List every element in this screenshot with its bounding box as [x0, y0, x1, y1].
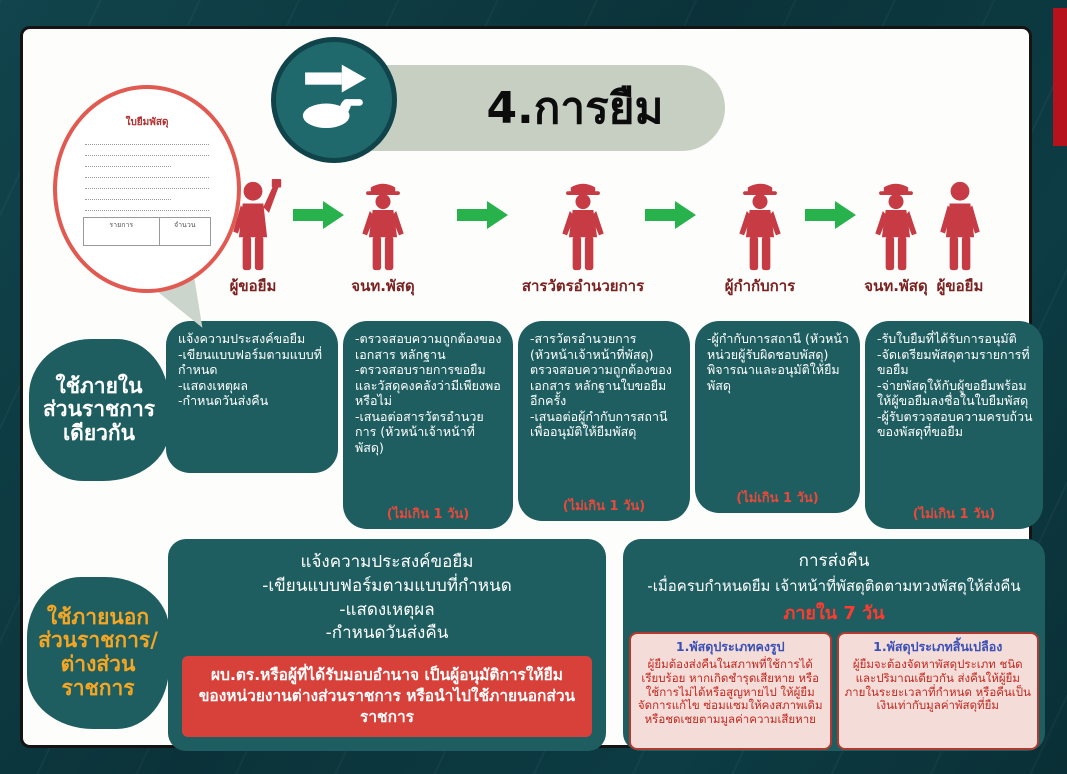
- scope-label-internal: ใช้ภายใน ส่วนราชการ เดียวกัน: [29, 339, 169, 481]
- actor-label: ผู้ขอยืม: [936, 277, 984, 295]
- form-line: [85, 178, 209, 189]
- form-title: ใบยืมพัสดุ: [125, 117, 169, 128]
- return-deadline: ภายใน 7 วัน: [783, 603, 885, 624]
- step-text: -ตรวจสอบความถูกต้องของเอกสาร หลักฐาน -ตร…: [355, 331, 502, 455]
- content-card: 4.การยืม ใบยืมพัสดุ: [20, 26, 1045, 751]
- type-body: ผู้ยืมจะต้องจัดหาพัสดุประเภท ชนิด และปริ…: [844, 657, 1031, 713]
- form-line: [85, 145, 209, 156]
- actor-label: จนท.พัสดุ: [351, 277, 415, 295]
- form-table-col1: รายการ: [84, 218, 160, 245]
- step-text: -ผู้กำกับการสถานี (หัวหน้าหน่วยผู้รับผิด…: [707, 331, 849, 393]
- type-title: 1.พัสดุประเภทคงรูป: [675, 639, 785, 654]
- return-description: -เมื่อครบกำหนดยืม เจ้าหน้าที่พัสดุติดตาม…: [647, 577, 1021, 595]
- approval-note: ผบ.ตร.หรือผู้ที่ได้รับมอบอำนาจ เป็นผู้อน…: [182, 656, 592, 737]
- form-table-col2: จำนวน: [174, 221, 196, 229]
- step-box-3: -สารวัตรอำนวยการ (หัวหน้าเจ้าหน้าที่พัสด…: [518, 321, 690, 521]
- form-line: [85, 200, 209, 211]
- person-raised-arm-icon: [233, 179, 282, 271]
- actor-supply-officer-1: จนท.พัสดุ: [313, 179, 453, 298]
- step-box-1: แจ้งความประสงค์ขอยืม -เขียนแบบฟอร์มตามแบ…: [166, 321, 338, 473]
- external-process-box: แจ้งความประสงค์ขอยืม -เขียนแบบฟอร์มตามแบ…: [168, 539, 606, 751]
- actor-inspector: สารวัตรอำนวยการ: [513, 179, 653, 298]
- type-card-durable: 1.พัสดุประเภทคงรูป ผู้ยืมต้องส่งคืนในสภา…: [629, 632, 832, 750]
- step-text: -สารวัตรอำนวยการ (หัวหน้าเจ้าหน้าที่พัสด…: [530, 331, 672, 439]
- form-line: [85, 167, 209, 178]
- type-card-consumable: 1.พัสดุประเภทสิ้นเปลือง ผู้ยืมจะต้องจัดห…: [836, 632, 1039, 750]
- flow-arrow-icon: [805, 201, 857, 229]
- type-title: 1.พัสดุประเภทสิ้นเปลือง: [873, 639, 1003, 654]
- step-duration: (ไม่เกิน 1 วัน): [562, 498, 646, 514]
- return-process-box: การส่งคืน -เมื่อครบกำหนดยืม เจ้าหน้าที่พ…: [623, 539, 1045, 751]
- form-table: รายการ จำนวน: [83, 217, 211, 246]
- flow-arrow-icon: [645, 201, 697, 229]
- form-line: [85, 156, 171, 167]
- type-body: ผู้ยืมต้องส่งคืนในสภาพที่ใช้การได้เรียบร…: [637, 657, 823, 727]
- external-process-text: แจ้งความประสงค์ขอยืม -เขียนแบบฟอร์มตามแบ…: [262, 552, 512, 644]
- step-duration: (ไม่เกิน 1 วัน): [912, 506, 996, 522]
- person-icon: [940, 181, 980, 271]
- step-box-2: -ตรวจสอบความถูกต้องของเอกสาร หลักฐาน -ตร…: [343, 321, 513, 529]
- step-duration: (ไม่เกิน 1 วัน): [736, 490, 819, 506]
- header-badge: [271, 37, 397, 163]
- form-line: [85, 134, 209, 145]
- flow-arrow-icon: [457, 201, 509, 229]
- officer-icon: [875, 183, 917, 271]
- actor-requester-2: ผู้ขอยืม: [890, 179, 1030, 298]
- scope-label-external: ใช้ภายนอก ส่วนราชการ/ ต่างส่วน ราชการ: [27, 577, 169, 729]
- flow-arrow-icon: [293, 201, 345, 229]
- step-text: -รับใบยืมที่ได้รับการอนุมัติ -จัดเตรียมพ…: [877, 331, 1033, 439]
- step-duration: (ไม่เกิน 1 วัน): [386, 506, 470, 522]
- hand-arrow-icon: [294, 58, 374, 142]
- actor-supply-officer-2: จนท.พัสดุ: [826, 179, 966, 298]
- officer-icon: [562, 183, 604, 271]
- actor-label: ผู้ขอยืม: [229, 277, 277, 295]
- step-box-4: -ผู้กำกับการสถานี (หัวหน้าหน่วยผู้รับผิด…: [695, 321, 860, 513]
- step-box-5: -รับใบยืมที่ได้รับการอนุมัติ -จัดเตรียมพ…: [865, 321, 1043, 529]
- red-accent-stripe: [1053, 8, 1067, 146]
- borrow-form-thumbnail: ใบยืมพัสดุ รายการ จำนวน: [53, 85, 241, 293]
- page-title: 4.การยืม: [486, 83, 664, 134]
- actor-label: จนท.พัสดุ: [864, 277, 928, 295]
- return-type-cards: 1.พัสดุประเภทคงรูป ผู้ยืมต้องส่งคืนในสภา…: [623, 627, 1045, 750]
- return-title: การส่งคืน: [798, 551, 870, 571]
- actor-superintendent: ผู้กำกับการ: [690, 179, 830, 298]
- step-text: แจ้งความประสงค์ขอยืม -เขียนแบบฟอร์มตามแบ…: [178, 331, 322, 408]
- officer-icon: [362, 183, 404, 271]
- officer-icon: [739, 183, 781, 271]
- actor-label: ผู้กำกับการ: [724, 277, 796, 295]
- form-line: [85, 189, 171, 200]
- actor-label: สารวัตรอำนวยการ: [521, 277, 645, 295]
- actor-requester-1: ผู้ขอยืม: [183, 179, 323, 298]
